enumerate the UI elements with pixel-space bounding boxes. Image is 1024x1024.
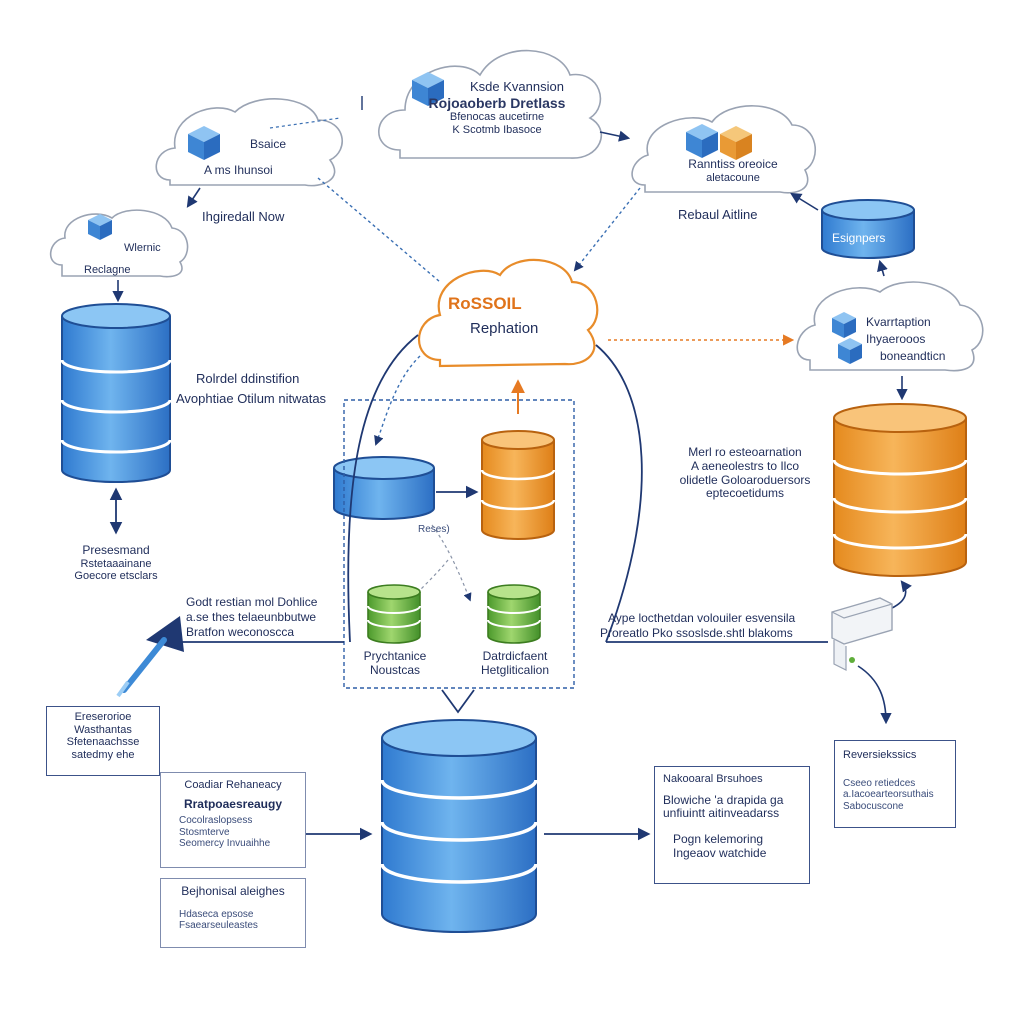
database-center-orange — [480, 430, 556, 540]
left-db-caption-1: Rolrdel ddinstifion — [196, 371, 300, 386]
cloud-top-left-line1: Bsaice — [250, 137, 287, 151]
far-right-box: Reversiekssics Cseeo retiedces a.Iacoear… — [834, 740, 956, 828]
center-left-bottom-box: Bejhonisal aleighes Hdaseca epsose Fsaea… — [160, 878, 306, 948]
mid-right-line1: Merl ro esteoarnation — [688, 445, 802, 459]
mid-right-text: Merl ro esteoarnation A aeneolestrs to I… — [660, 445, 830, 501]
cloud-left-small — [49, 209, 189, 278]
right-arrow-line2: Proreatlo Pko ssoslsde.shtl blakoms — [600, 626, 793, 640]
cube-icons — [88, 72, 862, 364]
center-left-bottom-item-2: Fsaearseuleastes — [179, 920, 258, 932]
green-right-line1: Datrdicfaent — [482, 649, 548, 663]
green-right-line2: Hetgliticalion — [480, 662, 550, 677]
database-right-orange — [832, 403, 968, 577]
center-left-top-subtitle: Rratpoaesreaugy — [183, 796, 283, 811]
cloud-top-center-line2: Rojoaoberb Dretlass — [428, 94, 566, 111]
green-stack-left — [367, 584, 421, 644]
mid-right-line4: eptecoetidums — [705, 486, 785, 501]
inner-dashed-frame — [343, 399, 575, 689]
center-left-top-item-1: Cocolraslopsess — [179, 815, 253, 827]
database-left — [60, 303, 172, 483]
left-arrow-line2: a.se thes telaeunbbutwe — [186, 610, 317, 624]
center-left-top-item-3: Seomercy Invuaihhe — [179, 838, 271, 850]
far-right-item-2: a.Iacoearteorsuthais — [843, 789, 934, 801]
left-note-line2: Wasthantas — [74, 723, 132, 736]
server-device-icon — [831, 597, 893, 671]
left-note-line3: Sfetenaachsse — [66, 736, 140, 749]
far-right-item-1: Cseeo retiedces — [843, 777, 916, 789]
cloud-center-brand: RoSSOIL — [448, 294, 522, 313]
center-right-item-4: Ingeaov watchide — [673, 846, 767, 861]
cloud-right-mid-line3: boneandticn — [880, 349, 946, 363]
cloud-right-mid-line2: Ihyaerooos — [866, 332, 926, 346]
cloud-top-right-line1: Ranntiss oreoice — [688, 157, 778, 171]
cloud-center-title: Rephation — [470, 320, 539, 337]
center-left-bottom-title: Bejhonisal aleighes — [181, 884, 285, 898]
cloud-top-center-line3: Bfenocas aucetirne — [449, 111, 545, 124]
left-arrow-line1: Godt restian mol Dohlice — [186, 595, 318, 609]
left-flow-label: Ihgiredall Now — [202, 209, 285, 224]
cloud-top-left — [155, 98, 343, 187]
cloud-top-center-line4: K Scotmb Ibasoce — [452, 123, 542, 136]
inner-mid-label: Reses) — [418, 524, 450, 535]
center-right-box: Nakooaral Brsuhoes Blowiche 'a drapida g… — [654, 766, 810, 884]
connectors — [109, 96, 912, 841]
far-right-item-3: Sabocuscone — [843, 800, 904, 812]
cloud-top-right-line2: aletacoune — [706, 171, 760, 184]
left-arrow-line3: Bratfon weconoscca — [186, 625, 295, 639]
cloud-center — [417, 258, 599, 368]
green-right-text: Datrdicfaent Hetgliticalion — [462, 649, 568, 678]
left-bottom-text: Presesmand Rstetaaainane Goecore etsclar… — [50, 543, 182, 583]
left-db-caption-2: Avophtiae Otilum nitwatas — [176, 391, 327, 406]
cloud-right-mid-line1: Kvarrtaption — [866, 315, 931, 329]
center-right-item-1: Blowiche 'a drapida ga — [663, 792, 784, 807]
center-left-top-box: Coadiar Rehaneacy Rratpoaesreaugy Cocolr… — [160, 772, 306, 868]
green-left-line2: Noustcas — [369, 662, 421, 677]
center-right-item-2: unfiuintt aitinveadarss — [663, 806, 780, 821]
far-right-title: Reversiekssics — [843, 749, 917, 761]
database-right-small — [821, 199, 915, 259]
center-left-bottom-item-1: Hdaseca epsose — [179, 908, 254, 920]
green-left-line1: Prychtanice — [363, 649, 427, 663]
left-bottom-line3: Goecore etsclars — [74, 570, 158, 583]
green-stack-right — [487, 584, 541, 644]
pointer-arrow-icon — [116, 616, 184, 698]
cloud-top-left-line2: A ms Ihunsoi — [204, 163, 273, 177]
center-right-item-3: Pogn kelemoring — [673, 832, 764, 847]
left-bottom-line2: Rstetaaainane — [80, 557, 152, 570]
right-flow-label: Rebaul Aitline — [678, 207, 758, 222]
mid-right-line2: A aeneolestrs to Ilco — [690, 458, 800, 473]
left-note-line1: Ereserorioe — [74, 711, 132, 723]
left-note-line4: satedmy ehe — [71, 748, 135, 761]
green-left-text: Prychtanice Noustcas — [350, 649, 440, 678]
cloud-top-right-text: Ranntiss oreoice aletacoune — [668, 157, 798, 184]
center-left-top-item-2: Stosmterve — [179, 826, 230, 838]
database-center-blue — [333, 456, 435, 520]
center-right-title: Nakooaral Brsuhoes — [663, 773, 763, 785]
right-db-small-label: Esignpers — [832, 231, 886, 245]
center-left-top-title: Coadiar Rehaneacy — [184, 779, 282, 791]
mid-right-line3: olidetle Goloaroduersors — [679, 472, 811, 487]
cloud-left-small-line2: Reclagne — [84, 264, 131, 276]
right-arrow-line1: Aype locthetdan volouiler esvensila — [608, 611, 796, 625]
left-bottom-line1: Presesmand — [82, 543, 150, 557]
left-note-box: Ereserorioe Wasthantas Sfetenaachsse sat… — [46, 706, 160, 776]
cloud-left-small-line1: Wlernic — [124, 242, 161, 254]
cloud-top-center-text: Ksde Kvannsion Rojoaoberb Dretlass Bfeno… — [412, 79, 582, 136]
cloud-top-center-line1: Ksde Kvannsion — [470, 79, 564, 94]
database-bottom-center — [380, 719, 538, 933]
